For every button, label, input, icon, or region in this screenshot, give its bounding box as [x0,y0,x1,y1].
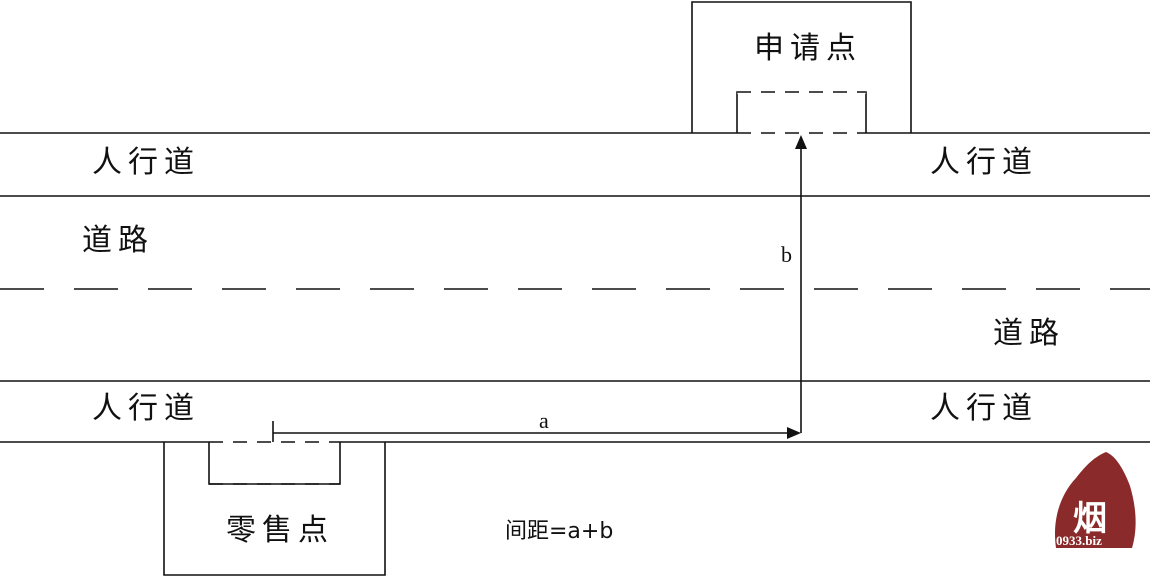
applicant-entrance-outline [736,91,867,133]
applicant-building-outline [691,1,912,133]
retail-building-outline [163,442,386,576]
sidewalk-top-right-label: 人行道 [930,145,1038,180]
retail-entrance-outline [208,442,341,485]
road-upper-label: 道路 [82,223,154,258]
distance-b-label: b [781,242,792,267]
watermark-logo: 烟 0933.biz [1054,452,1136,548]
spacing-formula: 间距=a+b [505,519,613,544]
applicant-point-label: 申请点 [754,31,862,66]
watermark-logo-glyph: 烟 [1073,499,1107,539]
distance-a-arrowhead [787,427,801,439]
retail-point-label: 零售点 [226,513,334,548]
distance-b-arrowhead [795,135,807,149]
watermark-logo-shape [1054,452,1136,548]
watermark-url: 0933.biz [1056,533,1102,548]
sidewalk-bottom-left-label: 人行道 [92,391,200,426]
road-lower-label: 道路 [993,316,1065,351]
sidewalk-bottom-right-label: 人行道 [930,391,1038,426]
sidewalk-top-left-label: 人行道 [92,145,200,180]
distance-a-label: a [539,408,549,433]
